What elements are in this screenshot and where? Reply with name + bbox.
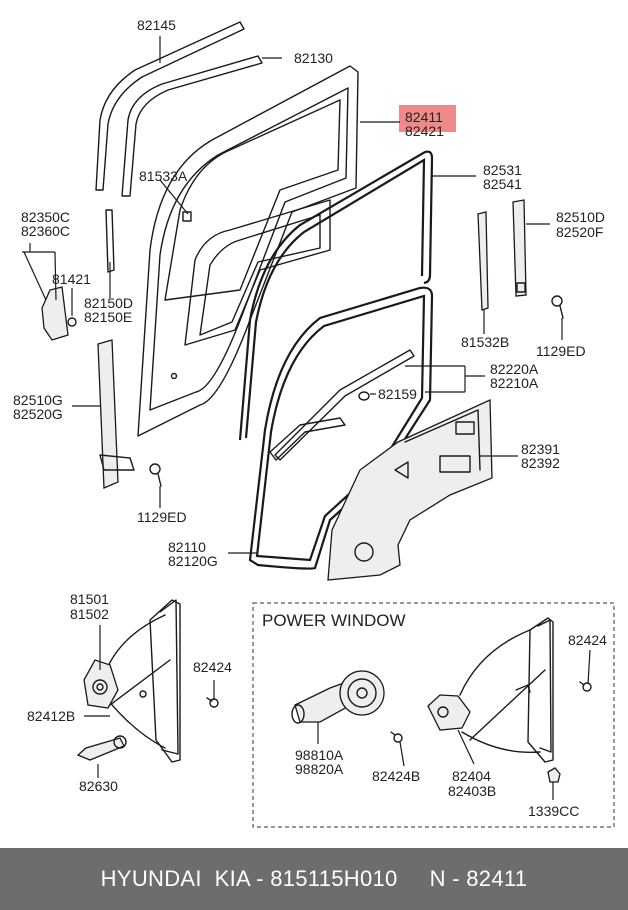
screw-1129ED-right (551, 295, 564, 319)
label-81533A: 81533A (139, 168, 188, 184)
label-82520G: 82520G (13, 406, 63, 422)
door-seal-82110 (248, 286, 434, 570)
inner-panel-82391 (327, 399, 493, 581)
label-82411: 82411 (405, 109, 443, 125)
power-window-title: POWER WINDOW (262, 611, 406, 630)
label-81502: 81502 (70, 606, 109, 622)
label-82110: 82110 (168, 539, 206, 555)
label-82120G: 82120G (168, 553, 218, 569)
belt-moulding-82220A (269, 349, 415, 461)
label-82360C: 82360C (21, 223, 70, 239)
label-82150D: 82150D (84, 295, 133, 311)
label-81532B: 81532B (461, 334, 509, 350)
motor-98810A (291, 670, 385, 724)
footer-bar: HYUNDAI KIA - 815115H010 N - 82411 (0, 848, 628, 910)
bolt-82424-right (579, 681, 592, 692)
label-82520F: 82520F (556, 224, 603, 240)
glass-run-82150D (105, 209, 115, 273)
label-82510G: 82510G (13, 392, 63, 408)
label-82424-left: 82424 (193, 659, 232, 675)
label-82531: 82531 (483, 162, 522, 178)
label-98810A: 98810A (295, 747, 344, 763)
footer-text: HYUNDAI KIA - 815115H010 N - 82411 (100, 866, 528, 891)
channel-82130 (121, 55, 263, 197)
label-82403B: 82403B (448, 783, 496, 799)
handle-82350C (41, 286, 77, 341)
door-frame-82411 (137, 65, 359, 437)
label-82210A: 82210A (490, 375, 539, 391)
label-1129ED-left: 1129ED (137, 509, 187, 525)
label-81501: 81501 (70, 591, 109, 607)
clip-82159 (358, 391, 370, 401)
label-1129ED-right: 1129ED (536, 343, 586, 359)
run-channel-82145 (95, 21, 245, 191)
label-82424B: 82424B (372, 768, 420, 784)
guide-rail-82510G (97, 339, 135, 489)
manual-regulator-81501 (76, 599, 181, 763)
strip-81532B (477, 211, 489, 311)
screw-1129ED-left (149, 463, 162, 487)
label-82145: 82145 (137, 17, 176, 33)
power-window-box (252, 602, 615, 828)
label-82150E: 82150E (84, 309, 132, 325)
parts-diagram: 82145 82130 82411 82421 81533A 82531 825… (13, 17, 615, 828)
leader-lines (22, 36, 591, 800)
nut-1339CC (547, 767, 561, 783)
label-82412B: 82412B (27, 708, 75, 724)
label-82424-right: 82424 (568, 632, 607, 648)
label-82350C: 82350C (21, 209, 70, 225)
label-82510D: 82510D (556, 209, 605, 225)
label-81421: 81421 (52, 271, 91, 287)
label-82541: 82541 (483, 176, 522, 192)
rear-channel-82510D (512, 199, 527, 297)
label-82404: 82404 (452, 768, 491, 784)
power-regulator-82404 (427, 617, 554, 763)
label-82130: 82130 (294, 50, 333, 66)
label-82391: 82391 (521, 441, 560, 457)
label-82220A: 82220A (490, 361, 539, 377)
weatherstrip-82531 (238, 150, 434, 441)
bolt-82424B (390, 731, 403, 743)
highlight-box (399, 105, 456, 132)
label-82392: 82392 (521, 455, 560, 471)
label-1339CC: 1339CC (528, 803, 579, 819)
label-82421: 82421 (405, 123, 444, 139)
bolt-82424-left (206, 697, 219, 708)
label-98820A: 98820A (295, 761, 344, 777)
label-82630: 82630 (79, 778, 118, 794)
label-82159: 82159 (378, 386, 417, 402)
